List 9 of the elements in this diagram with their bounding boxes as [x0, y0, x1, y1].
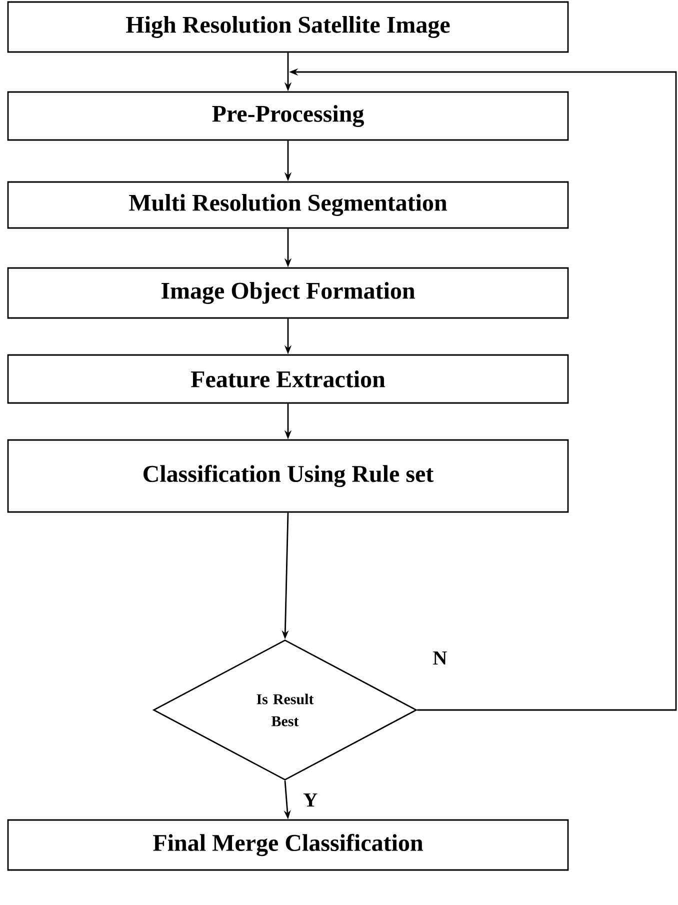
process-box: Feature Extraction — [7, 354, 569, 404]
edge-label: Y — [301, 791, 320, 809]
process-box: Multi Resolution Segmentation — [7, 181, 569, 229]
process-box: Classification Using Rule set — [7, 439, 569, 513]
process-box: High Resolution Satellite Image — [7, 1, 569, 53]
edge-label: N — [430, 649, 450, 667]
process-box: Final Merge Classification — [7, 819, 569, 871]
process-box: Pre-Processing — [7, 91, 569, 141]
process-box: Image Object Formation — [7, 267, 569, 319]
